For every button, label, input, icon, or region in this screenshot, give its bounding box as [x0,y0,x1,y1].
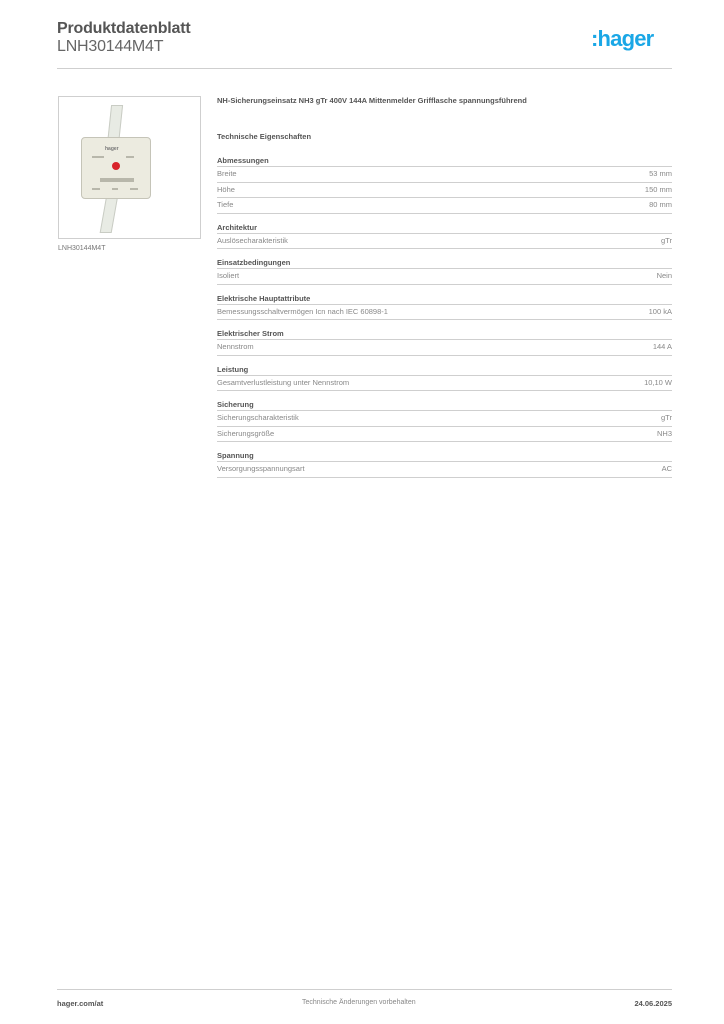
group-title: Spannung [217,450,672,462]
footer-divider [57,989,672,990]
spec-group-elektrischer-strom: Elektrischer Strom Nennstrom 144 A [217,328,672,356]
fuse-body: hager [81,137,151,199]
spec-row: Gesamtverlustleistung unter Nennstrom 10,… [217,376,672,391]
group-title: Einsatzbedingungen [217,257,672,269]
header-divider [57,68,672,69]
spec-group-spannung: Spannung Versorgungsspannungsart AC [217,450,672,478]
spec-value: 150 mm [644,184,672,194]
spec-row: Sicherungsgröße NH3 [217,427,672,442]
spec-row: Auslösecharakteristik gTr [217,234,672,249]
section-title: Technische Eigenschaften [217,132,312,141]
spec-row: Bemessungsschaltvermögen Icn nach IEC 60… [217,305,672,320]
spec-label: Sicherungsgröße [217,428,275,438]
product-image: hager [58,96,201,239]
footer-date: 24.06.2025 [634,999,672,1008]
specs-table: Abmessungen Breite 53 mm Höhe 150 mm Tiefe… [217,155,672,486]
spec-group-einsatzbedingungen: Einsatzbedingungen Isoliert Nein [217,257,672,285]
fuse-blade-bottom [99,195,119,233]
spec-value: NH3 [656,428,672,438]
spec-label: Breite [217,169,237,178]
spec-label: Versorgungsspannungsart [217,464,305,473]
spec-row: Höhe 150 mm [217,183,672,198]
product-title: NH-Sicherungseinsatz NH3 gTr 400V 144A M… [217,96,527,105]
fuse-brand-label: hager [105,146,119,152]
footer-website-link[interactable]: hager.com/at [57,999,104,1008]
spec-group-leistung: Leistung Gesamtverlustleistung unter Nen… [217,364,672,391]
spec-value: gTr [661,413,672,422]
spec-group-abmessungen: Abmessungen Breite 53 mm Höhe 150 mm Tiefe… [217,155,672,214]
spec-group-elektrische-hauptattribute: Elektrische Hauptattribute Bemessungssch… [217,293,672,320]
spec-label: Nennstrom [217,342,254,351]
spec-value: 80 mm [649,200,672,209]
group-title: Leistung [217,364,672,376]
spec-row: Isoliert Nein [217,269,672,285]
image-caption: LNH30144M4T [58,245,106,252]
spec-group-sicherung: Sicherung Sicherungscharakteristik gTr Si… [217,399,672,442]
spec-value: AC [661,464,672,473]
hager-logo: :hager [591,26,654,51]
footer-notice: Technische Änderungen vorbehalten [302,999,416,1006]
group-title: Elektrische Hauptattribute [217,293,672,305]
spec-row: Tiefe 80 mm [217,198,672,214]
spec-label: Sicherungscharakteristik [217,413,299,422]
spec-value: Nein [656,271,672,280]
page-title: Produktdatenblatt [57,20,191,37]
spec-row: Nennstrom 144 A [217,340,672,356]
spec-group-architektur: Architektur Auslösecharakteristik gTr [217,222,672,249]
spec-value: 144 A [652,342,672,351]
fuse-indicator-icon [112,162,120,170]
spec-label: Bemessungsschaltvermögen Icn nach IEC 60… [217,306,388,316]
group-title: Architektur [217,222,672,234]
product-code: LNH30144M4T [57,38,164,55]
group-title: Elektrischer Strom [217,328,672,340]
spec-label: Isoliert [217,271,240,280]
spec-label: Gesamtverlustleistung unter Nennstrom [217,377,350,387]
spec-row: Sicherungscharakteristik gTr [217,411,672,427]
spec-row: Breite 53 mm [217,167,672,183]
spec-row: Versorgungsspannungsart AC [217,462,672,478]
spec-label: Auslösecharakteristik [217,235,288,245]
spec-value: 10,10 W [644,377,672,387]
spec-label: Tiefe [217,200,234,209]
group-title: Abmessungen [217,155,672,167]
spec-label: Höhe [217,184,235,194]
group-title: Sicherung [217,399,672,411]
spec-value: 100 kA [648,306,672,316]
spec-value: 53 mm [649,169,672,178]
spec-value: gTr [661,235,672,245]
